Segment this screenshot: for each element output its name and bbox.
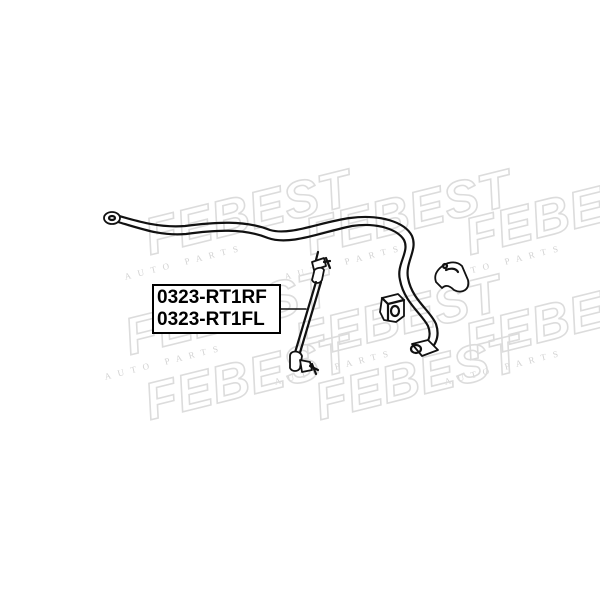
bushing — [379, 293, 406, 323]
bar-end-eye-left — [103, 211, 121, 225]
stabilizer-link — [289, 250, 332, 376]
part-number-label: 0323-RT1RF 0323-RT1FL — [152, 284, 281, 334]
bracket-clamp — [434, 261, 470, 293]
part-number-rf: 0323-RT1RF — [157, 287, 267, 308]
stabilizer-bar — [103, 211, 439, 357]
part-number-fl: 0323-RT1FL — [157, 309, 265, 330]
